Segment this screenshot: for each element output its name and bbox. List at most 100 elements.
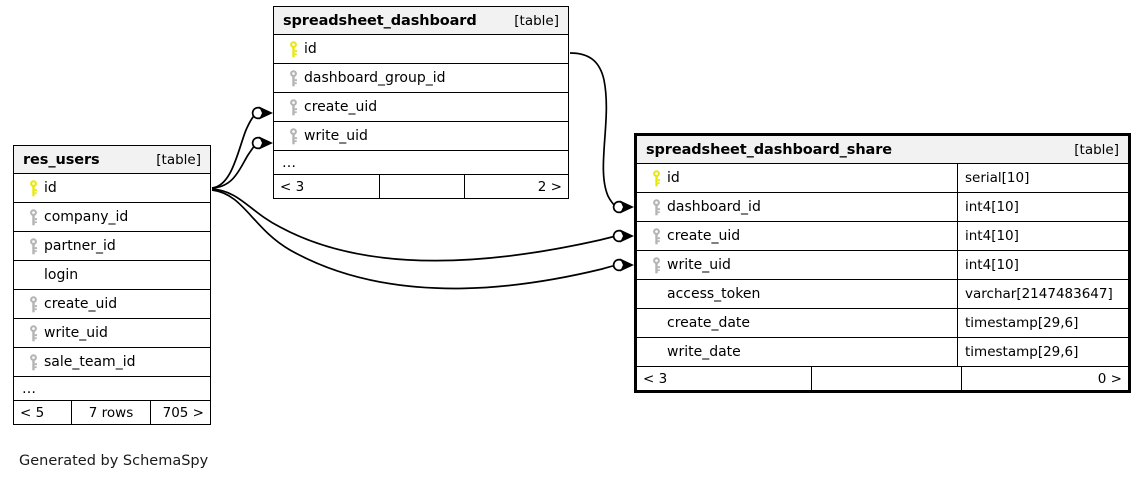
column-name-cell: id	[274, 35, 568, 63]
column-name: id	[667, 170, 680, 186]
prev-tables-button[interactable]: < 5	[14, 401, 72, 424]
edge-endpoint-circle	[251, 106, 265, 120]
table-row-company-id[interactable]: company_id	[14, 203, 210, 232]
table-footer-spreadsheet-dashboard-share[interactable]: < 3 0 >	[637, 367, 1128, 390]
foreign-key-icon	[282, 98, 304, 116]
column-name-cell: create_uid	[637, 222, 958, 250]
prev-tables-button[interactable]: < 3	[274, 175, 380, 198]
edge-endpoint-circle	[612, 200, 626, 214]
table-res-users[interactable]: res_users [table] id company_id	[13, 145, 211, 425]
prev-tables-button[interactable]: < 3	[637, 367, 812, 390]
table-row-id[interactable]: id	[274, 35, 568, 64]
column-name: write_date	[667, 344, 741, 360]
column-name: company_id	[44, 209, 129, 225]
column-name: dashboard_id	[667, 199, 761, 215]
column-name-cell: create_date	[637, 309, 958, 337]
column-name-cell: id	[637, 164, 958, 192]
table-row-id[interactable]: id	[14, 174, 210, 203]
table-row-sale-team-id[interactable]: sale_team_id	[14, 348, 210, 377]
edge-dashboard-to-share-dashboard-id	[569, 52, 617, 208]
column-type: int4[10]	[965, 257, 1019, 273]
table-header-spreadsheet-dashboard[interactable]: spreadsheet_dashboard [table]	[274, 7, 568, 35]
edge-endpoint-circle	[251, 136, 265, 150]
foreign-key-icon	[282, 127, 304, 145]
table-title: spreadsheet_dashboard_share	[646, 141, 893, 158]
row-count-label: 7 rows	[72, 401, 151, 424]
foreign-key-icon	[282, 69, 304, 87]
column-name-cell: partner_id	[14, 232, 210, 260]
foreign-key-icon	[22, 208, 44, 226]
column-name: dashboard_group_id	[304, 70, 446, 86]
table-row-write-uid[interactable]: write_uid	[274, 122, 568, 151]
table-row-write-uid[interactable]: write_uid	[14, 319, 210, 348]
table-row-write-date[interactable]: write_date timestamp[29,6]	[637, 338, 1128, 367]
column-type: int4[10]	[965, 199, 1019, 215]
column-type: int4[10]	[965, 228, 1019, 244]
table-row-create-uid[interactable]: create_uid	[274, 93, 568, 122]
edge-res-users-to-dashboard-create-uid	[211, 113, 257, 189]
column-name-cell: create_uid	[274, 93, 568, 121]
column-name: write_uid	[44, 325, 108, 341]
column-name-cell: write_uid	[637, 251, 958, 279]
foreign-key-icon	[22, 324, 44, 342]
column-name-cell: write_date	[637, 338, 958, 366]
next-tables-button[interactable]: 2 >	[537, 178, 562, 195]
column-name: id	[304, 41, 317, 57]
edge-res-users-to-share-create-uid	[211, 188, 617, 262]
table-header-res-users[interactable]: res_users [table]	[14, 146, 210, 174]
table-footer-res-users[interactable]: < 5 7 rows 705 >	[14, 401, 210, 424]
foreign-key-icon	[645, 227, 667, 245]
column-name: access_token	[667, 286, 761, 302]
column-name-cell: access_token	[637, 280, 958, 308]
table-type-tag: [table]	[156, 151, 201, 168]
more-columns-indicator: …	[274, 151, 568, 175]
table-spreadsheet-dashboard[interactable]: spreadsheet_dashboard [table] id dashboa…	[273, 6, 569, 199]
edge-arrowhead	[259, 136, 273, 150]
column-name-cell: login	[14, 261, 210, 289]
column-type: varchar[2147483647]	[965, 286, 1113, 302]
column-name-cell: sale_team_id	[14, 348, 210, 376]
edge-arrowhead	[620, 258, 634, 272]
column-name: partner_id	[44, 238, 116, 254]
table-row-create-date[interactable]: create_date timestamp[29,6]	[637, 309, 1128, 338]
table-row-login[interactable]: login	[14, 261, 210, 290]
edge-arrowhead	[620, 229, 634, 243]
edge-endpoint-circle	[612, 229, 626, 243]
column-name-cell: write_uid	[14, 319, 210, 347]
table-row-write-uid[interactable]: write_uid int4[10]	[637, 251, 1128, 280]
row-count-label	[380, 175, 465, 198]
table-row-access-token[interactable]: access_token varchar[2147483647]	[637, 280, 1128, 309]
column-name: write_uid	[667, 257, 731, 273]
column-name: id	[44, 180, 57, 196]
table-row-dashboard-id[interactable]: dashboard_id int4[10]	[637, 193, 1128, 222]
foreign-key-icon	[22, 353, 44, 371]
column-type: serial[10]	[965, 170, 1030, 186]
edge-arrowhead	[259, 106, 273, 120]
table-footer-spreadsheet-dashboard[interactable]: < 3 2 >	[274, 175, 568, 198]
column-name: create_uid	[304, 99, 378, 115]
column-name: create_uid	[44, 296, 118, 312]
more-columns-indicator: …	[14, 377, 210, 401]
next-tables-button[interactable]: 705 >	[162, 404, 204, 421]
column-name-cell: dashboard_id	[637, 193, 958, 221]
table-header-spreadsheet-dashboard-share[interactable]: spreadsheet_dashboard_share [table]	[637, 136, 1128, 164]
table-type-tag: [table]	[514, 12, 559, 29]
foreign-key-icon	[22, 295, 44, 313]
column-type: timestamp[29,6]	[965, 344, 1079, 360]
primary-key-icon	[645, 169, 667, 187]
table-spreadsheet-dashboard-share[interactable]: spreadsheet_dashboard_share [table] id s…	[634, 133, 1131, 393]
table-row-partner-id[interactable]: partner_id	[14, 232, 210, 261]
primary-key-icon	[282, 40, 304, 58]
column-name: login	[44, 267, 79, 283]
edge-res-users-to-dashboard-write-uid	[211, 143, 257, 189]
column-name: create_uid	[667, 228, 741, 244]
foreign-key-icon	[645, 198, 667, 216]
edge-arrowhead	[620, 200, 634, 214]
table-row-create-uid[interactable]: create_uid	[14, 290, 210, 319]
table-row-dashboard-group-id[interactable]: dashboard_group_id	[274, 64, 568, 93]
column-name: create_date	[667, 315, 751, 331]
table-row-id[interactable]: id serial[10]	[637, 164, 1128, 193]
next-tables-button[interactable]: 0 >	[1097, 370, 1122, 387]
table-row-create-uid[interactable]: create_uid int4[10]	[637, 222, 1128, 251]
